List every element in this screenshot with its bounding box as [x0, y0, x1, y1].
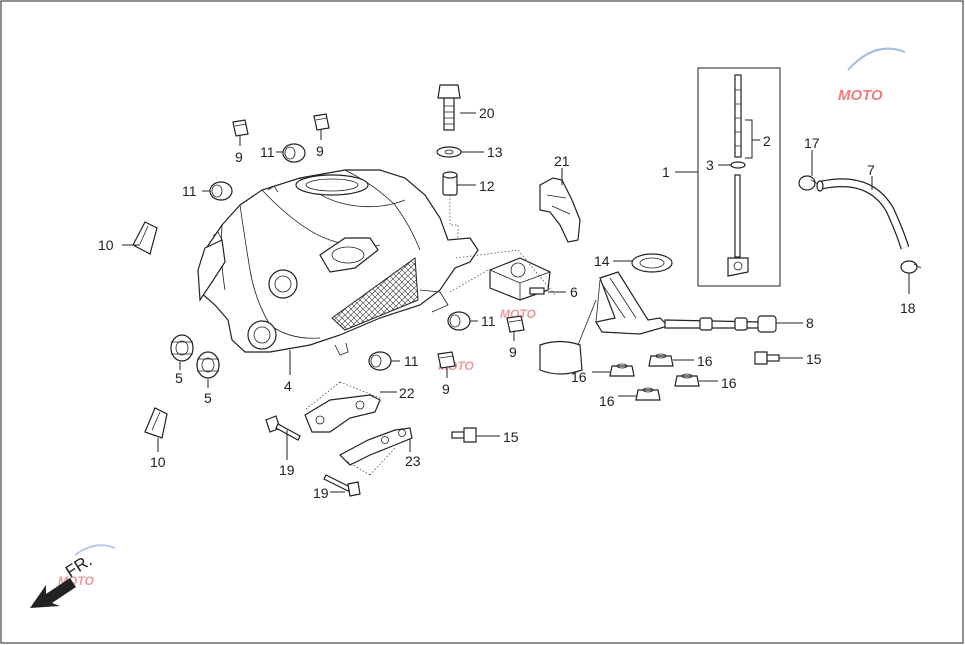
- callout-11-a: 11: [260, 144, 275, 160]
- callout-5-b: 5: [204, 390, 212, 406]
- grommet-5-a: [170, 334, 194, 362]
- watermark-text: MOTO: [838, 87, 883, 104]
- rubber-pad-10-upper: [132, 221, 158, 255]
- callout-7: 7: [867, 162, 875, 178]
- callout-16-b: 16: [571, 369, 587, 385]
- callout-11-d: 11: [404, 353, 419, 369]
- callout-2: 2: [763, 133, 771, 149]
- nut-16-a: [648, 353, 674, 367]
- clip-9-a: [232, 119, 249, 137]
- callout-10-upper: 10: [98, 237, 114, 253]
- clip-9-d: [437, 351, 456, 369]
- callout-23: 23: [405, 453, 421, 469]
- callout-20: 20: [479, 105, 495, 121]
- collar-12: [442, 171, 458, 196]
- callout-9-c: 9: [509, 344, 517, 360]
- rubber-pad-10-lower: [144, 407, 168, 439]
- nut-16-c: [674, 373, 700, 387]
- callout-11-c: 11: [481, 313, 496, 329]
- callout-21: 21: [554, 153, 570, 169]
- callout-5-a: 5: [175, 370, 183, 386]
- fuel-filter-6: [489, 257, 551, 301]
- callout-16-c: 16: [721, 375, 737, 391]
- grommet-5-b: [196, 351, 220, 379]
- watermark-logo-top: MOTO: [838, 47, 906, 104]
- front-direction-arrow: [30, 578, 76, 608]
- clip-9-c: [506, 315, 525, 333]
- clamp-17: [798, 175, 819, 191]
- callout-19-a: 19: [279, 462, 295, 478]
- callout-11-b: 11: [182, 183, 197, 199]
- callout-16-d: 16: [599, 393, 615, 409]
- callout-1: 1: [662, 164, 670, 180]
- callout-15-lower: 15: [503, 429, 519, 445]
- cushion-11-a: [282, 143, 306, 163]
- callout-15-right: 15: [806, 351, 822, 367]
- nut-16-b: [609, 363, 635, 377]
- clip-9-b: [313, 113, 330, 131]
- cushion-11-d: [368, 351, 392, 371]
- nut-16-d: [635, 387, 661, 401]
- hose-7: [816, 178, 910, 250]
- callout-8: 8: [806, 315, 814, 331]
- fuel-pump-assembly-8: [539, 271, 777, 375]
- callout-9-b: 9: [316, 143, 324, 159]
- bolt-19-b: [323, 474, 361, 497]
- washer-13: [436, 146, 462, 158]
- bracket-22: [304, 394, 381, 433]
- callout-18: 18: [900, 300, 916, 316]
- callout-14: 14: [594, 253, 610, 269]
- callout-9-a: 9: [235, 149, 243, 165]
- callout-19-b: 19: [313, 485, 329, 501]
- fuel-tank-assembly: [197, 169, 479, 356]
- callout-13: 13: [487, 144, 503, 160]
- callout-17: 17: [804, 135, 820, 151]
- callout-10-lower: 10: [150, 454, 166, 470]
- callout-6: 6: [570, 284, 578, 300]
- bracket-23: [339, 427, 413, 466]
- heat-guard-21: [539, 177, 581, 243]
- callout-9-d: 9: [442, 381, 450, 397]
- cushion-11-b: [209, 181, 233, 201]
- callout-12: 12: [479, 178, 495, 194]
- bolt-19-a: [265, 415, 301, 441]
- callout-3: 3: [706, 157, 714, 173]
- fuel-sender-group: [697, 67, 781, 287]
- callout-4: 4: [284, 378, 292, 394]
- callout-22: 22: [399, 385, 415, 401]
- bolt-15-lower: [451, 427, 477, 443]
- callout-16-a: 16: [697, 353, 713, 369]
- cushion-11-c: [447, 311, 471, 331]
- clamp-18: [900, 260, 922, 274]
- seal-ring-14: [631, 253, 673, 273]
- bolt-15-right: [754, 351, 780, 365]
- bolt-20: [437, 84, 461, 131]
